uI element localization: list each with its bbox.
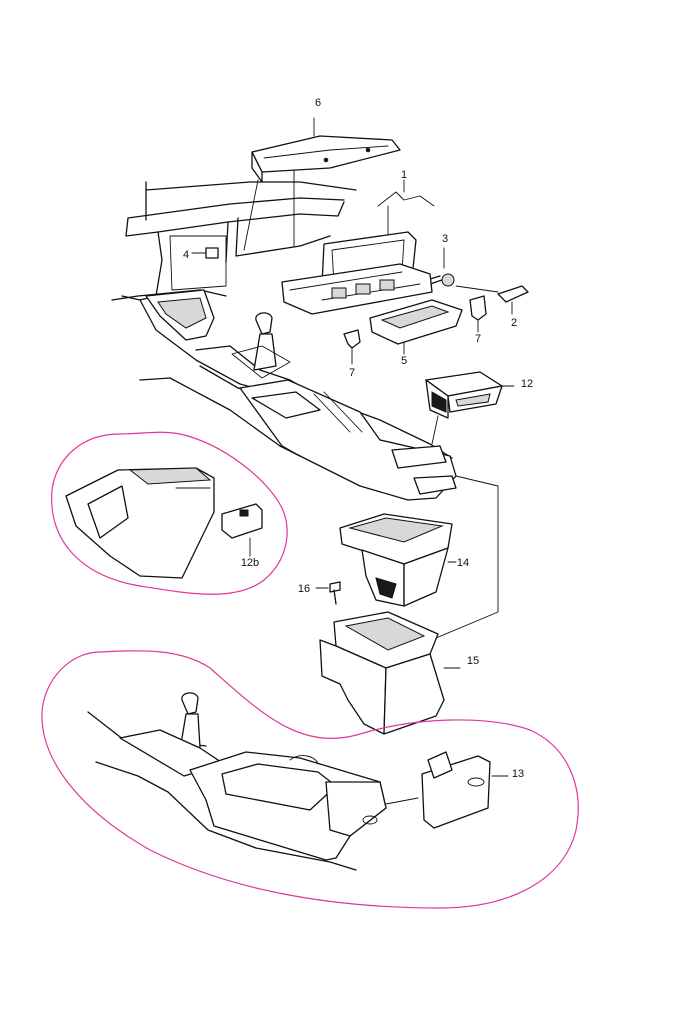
- label-part-7a: 7: [349, 367, 355, 379]
- part-16-screw: [315, 581, 341, 605]
- part-5-tray: [369, 299, 463, 355]
- part-12-ashtray: [425, 371, 515, 419]
- label-part-3: 3: [442, 233, 448, 245]
- part-12b-console-variant: [65, 467, 263, 579]
- label-part-12: 12: [521, 378, 533, 390]
- label-part-4: 4: [183, 249, 189, 261]
- part-13-side-cover: [421, 751, 509, 829]
- main-console-upper: [111, 289, 457, 501]
- console-housing: [281, 263, 433, 315]
- label-part-16: 16: [298, 583, 310, 595]
- label-part-6: 6: [315, 97, 321, 109]
- part-4-clip: [191, 247, 219, 259]
- label-part-14: 14: [457, 557, 469, 569]
- label-part-7b: 7: [475, 333, 481, 345]
- part-7b-bracket: [469, 295, 487, 333]
- part-7a-bracket: [343, 329, 361, 365]
- label-part-15: 15: [467, 655, 479, 667]
- annotation-circle-lower: [41, 650, 579, 909]
- label-part-13: 13: [512, 768, 524, 780]
- label-part-12b: 12b: [241, 557, 259, 569]
- part-14-armrest: [339, 513, 457, 607]
- label-part-5: 5: [401, 355, 407, 367]
- part-2-cover: [455, 285, 529, 315]
- part-15-housing: [319, 611, 461, 735]
- label-part-2: 2: [511, 317, 517, 329]
- callout-labels: 6 1 3 4 2 7 7 5 12 12b 14 16 15 13: [183, 97, 533, 780]
- label-part-1: 1: [401, 169, 407, 181]
- main-console-lower: [87, 692, 419, 871]
- annotation-circle-left: [51, 431, 288, 595]
- part-6-cover: [251, 117, 401, 183]
